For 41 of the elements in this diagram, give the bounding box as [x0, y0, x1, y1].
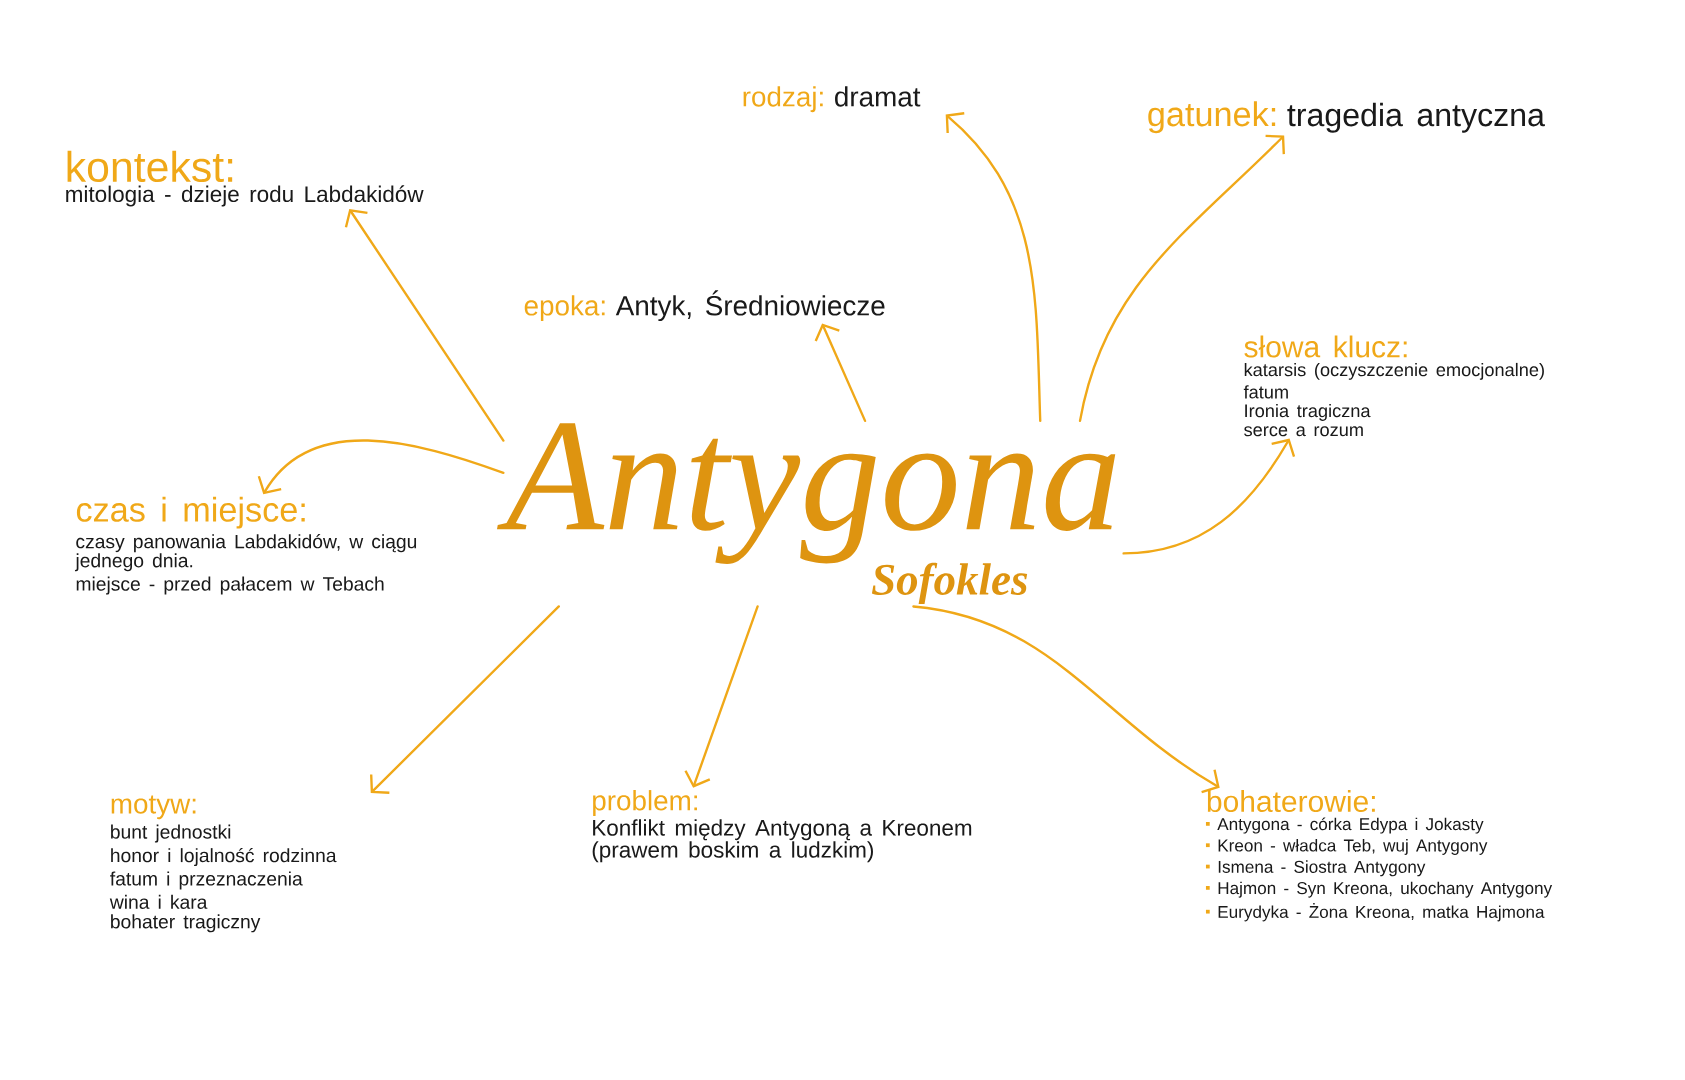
- curved-arrow: [912, 605, 1220, 794]
- note-text: wina i kara: [109, 894, 208, 909]
- curved-arrow: [1078, 134, 1285, 423]
- note-text: Ironia tragiczna: [1245, 403, 1371, 421]
- subtitle-text: Sofokles: [871, 562, 1028, 605]
- list-item: Antygona - córka Edypa i Jokasty: [1217, 817, 1484, 834]
- curved-arrow: [257, 439, 505, 495]
- heading-text: rodzaj:: [743, 86, 823, 113]
- arrow: [684, 605, 759, 788]
- list-item: Eurydyka - Żona Kreona, matka Hajmona: [1218, 903, 1545, 922]
- heading-text: bohaterowie:: [1207, 790, 1375, 813]
- heading-text: kontekst:: [67, 150, 233, 183]
- list-item: Hajmon - Syn Kreona, ukochany Antygony: [1218, 881, 1553, 898]
- note-text: Antyk, Średniowiecze: [615, 290, 885, 322]
- note-text: fatum: [1243, 385, 1288, 399]
- heading-text: słowa klucz:: [1244, 335, 1407, 358]
- heading-text: motyw:: [111, 795, 196, 820]
- curved-arrow: [945, 112, 1042, 423]
- note-text: Konflikt między Antygoną a Kreonem (prawem boskim a ludzkim): [592, 819, 972, 863]
- note-text: bunt jednostki: [111, 824, 231, 843]
- note-text: dramat: [835, 86, 921, 107]
- heading-text: epoka:: [524, 295, 605, 322]
- title-text: Antygona: [497, 423, 1116, 564]
- arrow: [814, 323, 867, 423]
- note-text: bohater tragiczny: [111, 914, 261, 933]
- curved-arrow: [1122, 438, 1296, 555]
- list-item: Kreon - władca Teb, wuj Antygony: [1218, 839, 1488, 855]
- arrow: [344, 208, 505, 442]
- note-text: miejsce - przed pałacem w Tebach: [76, 576, 384, 595]
- note-text: czasy panowania Labdakidów, w ciągu jednego dnia.: [74, 534, 417, 572]
- note-text: honor i lojalność rodzinna: [111, 847, 337, 867]
- note-text: katarsis (oczyszczenie emocjonalne): [1244, 362, 1544, 380]
- note-text: serce a rozum: [1244, 426, 1363, 437]
- heading-text: gatunek:: [1148, 101, 1276, 134]
- note-text: fatum i przeznaczenia: [110, 871, 303, 890]
- heading-text: problem:: [593, 790, 697, 816]
- note-text: mitologia - dzieje rodu Labdakidów: [66, 185, 424, 207]
- note-text: tragedia antyczna: [1287, 102, 1545, 133]
- arrow: [370, 605, 560, 794]
- heading-text: czas i miejsce:: [76, 496, 305, 529]
- list-item: Ismena - Siostra Antygony: [1218, 860, 1426, 877]
